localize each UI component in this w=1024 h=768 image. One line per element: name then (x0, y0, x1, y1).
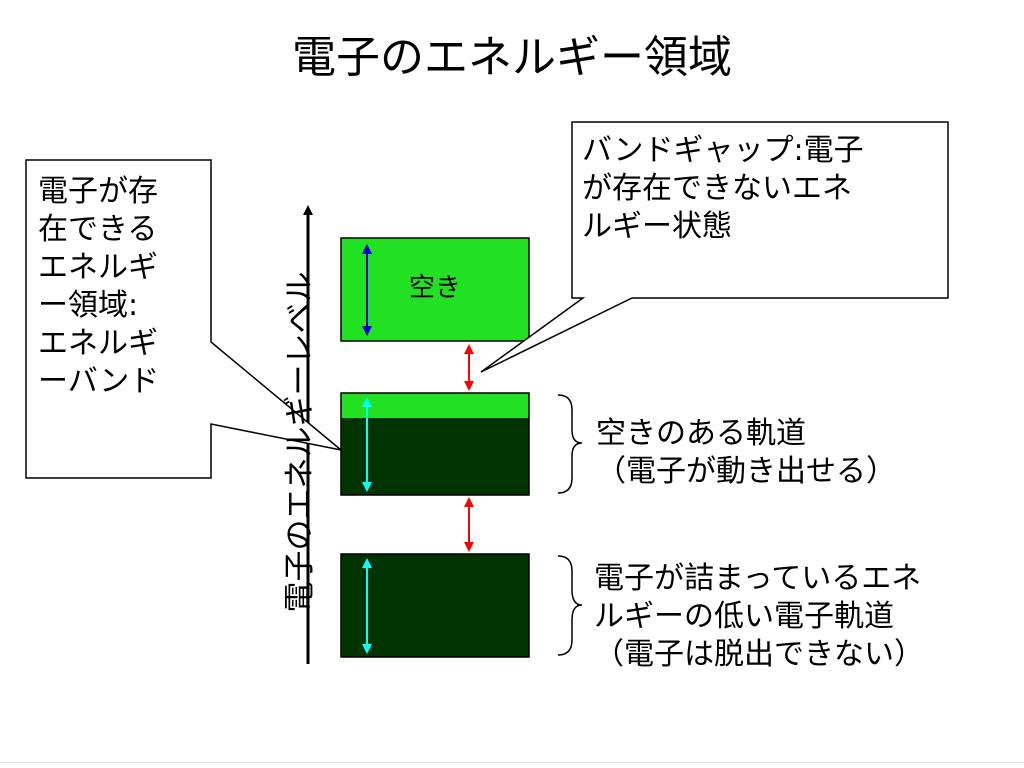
lower-band-description: 電子が詰まっているエネ ルギーの低い電子軌道 （電子は脱出できない） (594, 561, 924, 672)
bottom-divider (0, 762, 1024, 763)
lower-band-brace (557, 555, 583, 656)
energy-axis-label: 電子のエネルギーレベル (282, 271, 318, 613)
partially-filled-band-empty-part (341, 393, 529, 418)
callout-right-text: バンドギャップ:電子 が存在できないエネ ルギー状態 (582, 133, 864, 244)
middle-band-description: 空きのある軌道 （電子が動き出せる） (596, 416, 896, 489)
empty-band-label: 空き (408, 273, 461, 303)
callout-right-box (480, 121, 949, 373)
callout-left-text: 電子が存 在できる エネルギ ー領域: エネルギ ーバンド (38, 174, 160, 399)
filled-band (340, 553, 530, 658)
callout-left-box (25, 159, 342, 479)
page-title: 電子のエネルギー領域 (292, 32, 732, 83)
partially-filled-band (340, 392, 530, 496)
partially-filled-band-filled-part (341, 418, 529, 495)
middle-band-brace (557, 394, 583, 494)
empty-band (340, 237, 530, 342)
